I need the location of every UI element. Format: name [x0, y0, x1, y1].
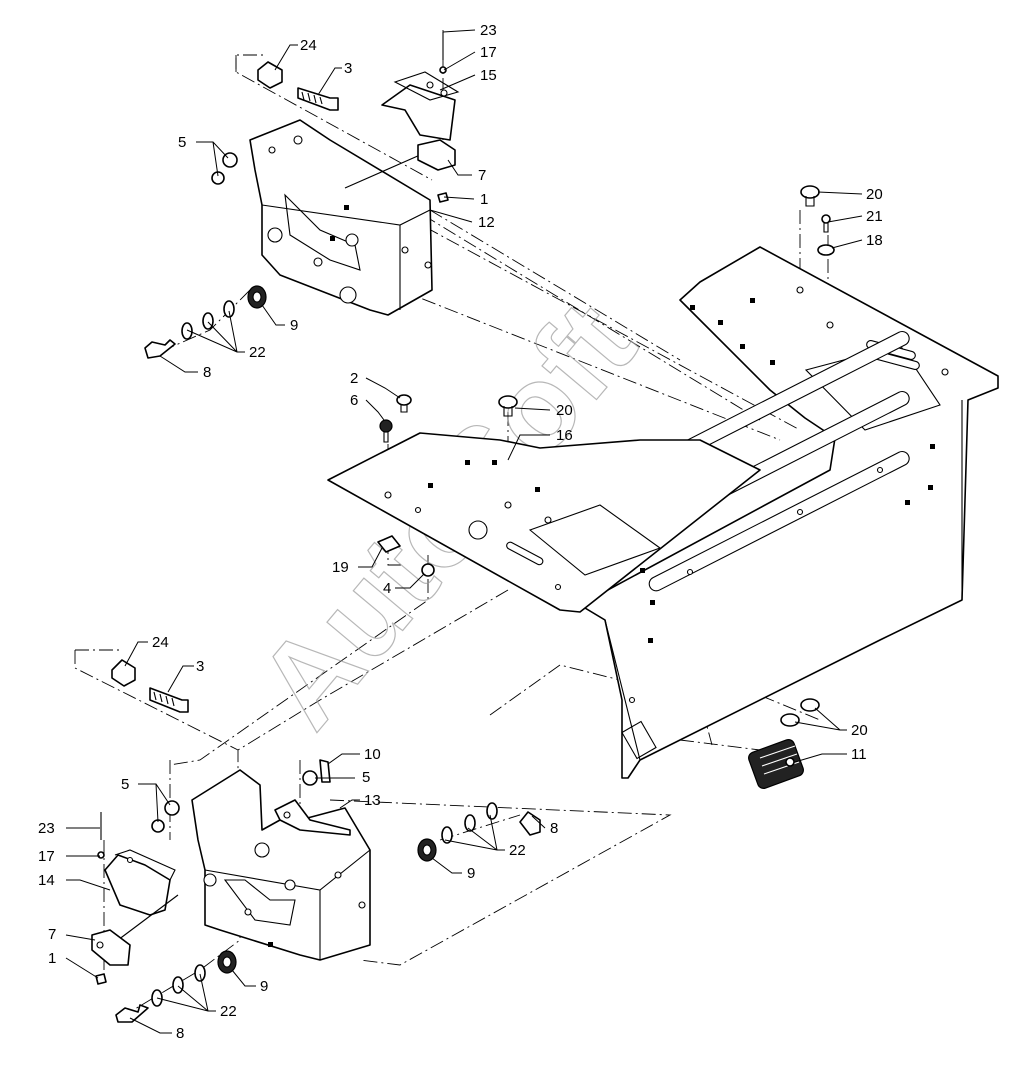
callout-6: 6	[350, 392, 358, 409]
spacer-24-upper	[257, 61, 283, 89]
callout-23: 23	[38, 820, 55, 837]
bolt-3-lower	[149, 687, 189, 713]
callout-9: 9	[260, 978, 268, 995]
callout-20: 20	[866, 186, 883, 203]
callout-17: 17	[480, 44, 497, 61]
washers-22-right	[441, 802, 498, 844]
bolt-8-lower	[115, 1004, 149, 1023]
grommet-9-lower	[217, 950, 237, 974]
callout-23: 23	[480, 22, 497, 39]
callout-8: 8	[176, 1025, 184, 1042]
callout-14: 14	[38, 872, 55, 889]
callout-5: 5	[178, 134, 186, 151]
callout-2: 2	[350, 370, 358, 387]
callout-17: 17	[38, 848, 55, 865]
washer-18	[817, 244, 835, 256]
spacer-24-lower	[111, 659, 136, 687]
callout-labels: 24 3 23 17 15 5 7 1 12 9 22 8 20 21 18 2…	[38, 22, 883, 1042]
callout-24: 24	[300, 37, 317, 54]
callout-3: 3	[196, 658, 204, 675]
grommet-9-upper	[247, 285, 267, 309]
callout-9: 9	[290, 317, 298, 334]
callout-15: 15	[480, 67, 497, 84]
nuts-5-upper	[211, 152, 238, 185]
bracket-12	[249, 119, 433, 316]
bolts-20	[498, 185, 820, 727]
nut-19	[377, 535, 401, 553]
callout-5: 5	[121, 776, 129, 793]
callout-19: 19	[332, 559, 349, 576]
bracket-14	[104, 849, 176, 916]
bolt-21	[821, 214, 831, 233]
bolt-3-upper	[297, 87, 339, 111]
callout-4: 4	[383, 580, 391, 597]
callout-5: 5	[362, 769, 370, 786]
bracket-15	[381, 71, 460, 141]
stud-10	[319, 759, 331, 783]
callout-9: 9	[467, 865, 475, 882]
nut-4	[421, 563, 435, 577]
nuts-5-lower	[151, 770, 318, 833]
clips-1	[95, 192, 449, 985]
callout-7: 7	[48, 926, 56, 943]
callout-12: 12	[478, 214, 495, 231]
callout-13: 13	[364, 792, 381, 809]
bolt-8-right	[519, 811, 541, 836]
bracket-13	[191, 769, 371, 961]
callout-1: 1	[480, 191, 488, 208]
plate-16	[327, 432, 761, 613]
washers-22-lower	[151, 964, 206, 1007]
callout-7: 7	[478, 167, 486, 184]
callout-20: 20	[556, 402, 573, 419]
callout-22: 22	[220, 1003, 237, 1020]
callout-3: 3	[344, 60, 352, 77]
bolt-2	[396, 394, 412, 413]
callout-24: 24	[152, 634, 169, 651]
washers-22-upper	[181, 300, 235, 340]
pins-23	[97, 32, 447, 859]
callout-11: 11	[851, 746, 867, 763]
connector-11	[748, 739, 804, 789]
callout-16: 16	[556, 427, 573, 444]
grommet-9-right	[417, 838, 437, 862]
callout-10: 10	[364, 746, 381, 763]
callout-22: 22	[509, 842, 526, 859]
callout-8: 8	[550, 820, 558, 837]
callout-21: 21	[866, 208, 883, 225]
sensor-7-lower	[91, 894, 179, 966]
callout-8: 8	[203, 364, 211, 381]
bolt-6	[379, 419, 393, 443]
callout-22: 22	[249, 344, 266, 361]
callout-20: 20	[851, 722, 868, 739]
callout-18: 18	[866, 232, 883, 249]
callout-1: 1	[48, 950, 56, 967]
leader-lines	[65, 29, 863, 1034]
sensor-7-upper	[344, 139, 456, 189]
bolt-8-upper	[144, 339, 176, 359]
